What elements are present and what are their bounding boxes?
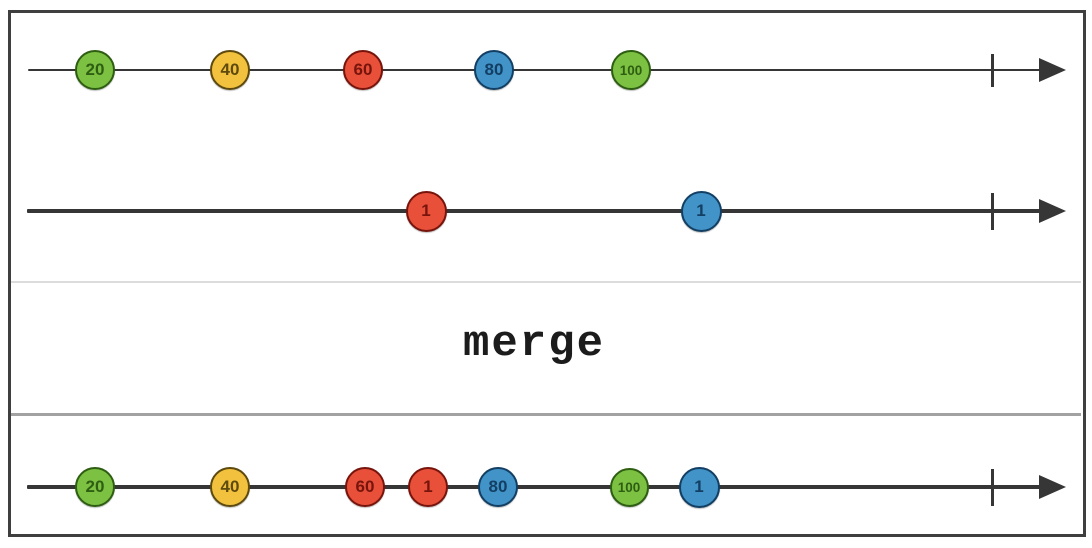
merge-band-top-divider: [11, 281, 1081, 283]
marble-label: 1: [421, 201, 431, 220]
marble-yellow: 40: [210, 467, 250, 507]
timeline-axis: [27, 484, 1050, 490]
completion-tick: [990, 468, 994, 506]
marble-label: 20: [85, 477, 105, 496]
marble-label: 60: [353, 60, 373, 79]
marble-label: 1: [423, 477, 433, 496]
marble-green: 100: [609, 467, 649, 507]
arrow-head-icon: [1039, 199, 1066, 223]
completion-tick: [990, 53, 994, 87]
marble-blue: 1: [678, 466, 720, 508]
completion-tick: [990, 192, 994, 230]
marble-yellow: 40: [210, 50, 250, 90]
diagram-frame: [8, 10, 1086, 537]
marble-green: 20: [75, 50, 115, 90]
marble-label: 100: [619, 62, 643, 78]
marble-blue: 80: [478, 467, 518, 507]
marble-blue: 1: [680, 190, 722, 232]
arrow-head-icon: [1039, 58, 1066, 82]
marble-red: 60: [345, 467, 385, 507]
timeline-axis: [28, 68, 1050, 72]
marble-red: 1: [408, 467, 448, 507]
marble-red: 60: [343, 50, 383, 90]
marble-label: 60: [355, 477, 375, 496]
marble-label: 40: [220, 60, 240, 79]
marble-label: 80: [488, 477, 508, 496]
arrow-head-icon: [1039, 475, 1066, 499]
marble-label: 80: [484, 60, 504, 79]
marble-label: 100: [617, 479, 641, 495]
marble-blue: 80: [474, 50, 514, 90]
marble-red: 1: [405, 190, 447, 232]
marble-label: 40: [220, 477, 240, 496]
marble-label: 1: [694, 477, 704, 496]
marble-green: 20: [75, 467, 115, 507]
operator-label: merge: [462, 319, 606, 369]
marble-label: 20: [85, 60, 105, 79]
timeline-axis: [27, 208, 1050, 214]
merge-band-bottom-divider: [11, 413, 1081, 416]
marble-label: 1: [696, 201, 706, 220]
marble-green: 100: [611, 50, 651, 90]
